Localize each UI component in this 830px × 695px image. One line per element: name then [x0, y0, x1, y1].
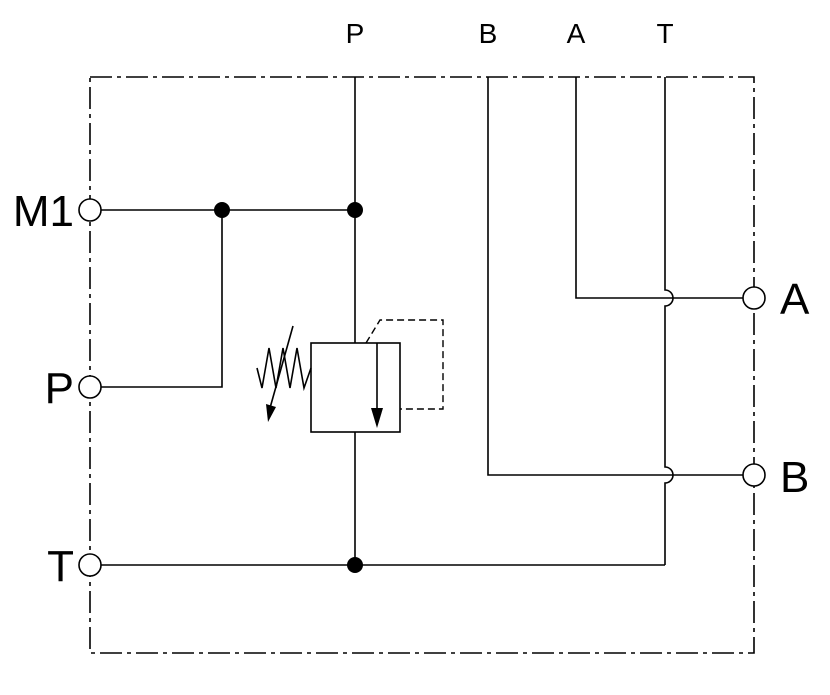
t-vertical-line: [664, 77, 674, 565]
side-port-label-a: A: [780, 275, 810, 324]
port-circle-b: [742, 463, 766, 487]
manifold-boundary: [89, 76, 755, 654]
b-line: [487, 77, 743, 476]
side-port-label-b: B: [780, 453, 809, 502]
port-circle-p: [78, 375, 102, 399]
port-circle-m1: [78, 198, 102, 222]
top-port-label-b: B: [479, 18, 498, 49]
valve-flow-arrow-head: [371, 408, 383, 428]
junction-dot: [347, 557, 363, 573]
pilot-line: [365, 319, 444, 410]
relief-valve-body: [310, 342, 401, 433]
side-port-label-t: T: [47, 542, 74, 591]
side-port-label-m1: M1: [13, 187, 74, 236]
top-port-label-t: T: [656, 18, 673, 49]
top-port-label-p: P: [346, 18, 365, 49]
junction-dot: [347, 202, 363, 218]
adjust-arrow-head: [266, 404, 276, 422]
port-circle-a: [742, 286, 766, 310]
left-p-line: [101, 210, 223, 388]
top-port-label-a: A: [567, 18, 586, 49]
spring-symbol: [256, 347, 312, 392]
adjust-arrow-line: [269, 325, 294, 409]
a-line: [575, 77, 743, 299]
port-circle-t: [78, 553, 102, 577]
side-port-label-p: P: [45, 364, 74, 413]
junction-dot: [214, 202, 230, 218]
